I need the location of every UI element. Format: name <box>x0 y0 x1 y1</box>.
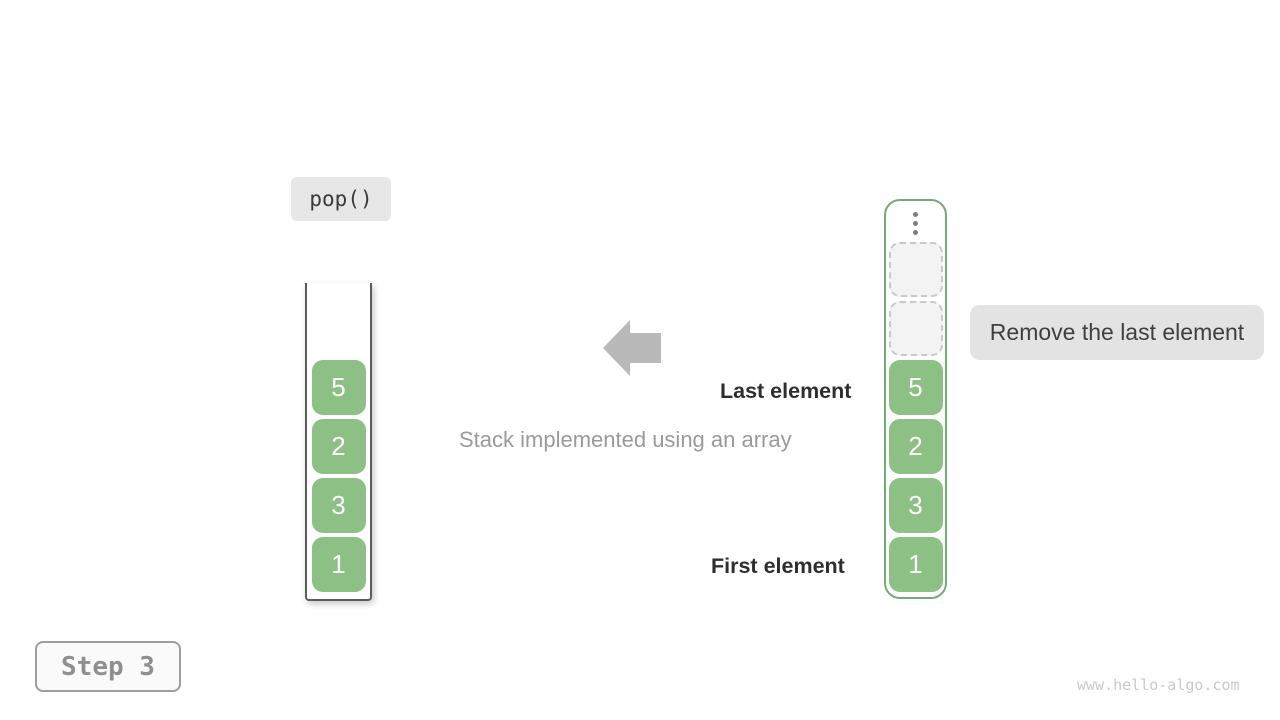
array-element: 3 <box>888 478 943 533</box>
watermark: www.hello-algo.com <box>1077 676 1240 694</box>
empty-slot <box>888 242 943 297</box>
stack-element: 1 <box>311 537 366 592</box>
pop-operation-label: pop() <box>291 177 391 221</box>
array-element: 1 <box>888 537 943 592</box>
stack-element: 3 <box>311 478 366 533</box>
array-container: 5 2 3 1 <box>884 199 947 599</box>
first-element-label: First element <box>711 554 845 578</box>
left-arrow-icon <box>603 320 661 376</box>
last-element-label: Last element <box>720 379 852 403</box>
step-badge: Step 3 <box>35 641 181 692</box>
diagram-caption: Stack implemented using an array <box>459 427 792 452</box>
stack-element: 2 <box>311 419 366 474</box>
vertical-ellipsis-icon <box>913 208 918 238</box>
stack-element: 5 <box>311 360 366 415</box>
stack-container: 5 2 3 1 <box>305 283 372 601</box>
array-element: 2 <box>888 419 943 474</box>
remove-annotation: Remove the last element <box>970 305 1264 360</box>
empty-slot <box>888 301 943 356</box>
array-element: 5 <box>888 360 943 415</box>
